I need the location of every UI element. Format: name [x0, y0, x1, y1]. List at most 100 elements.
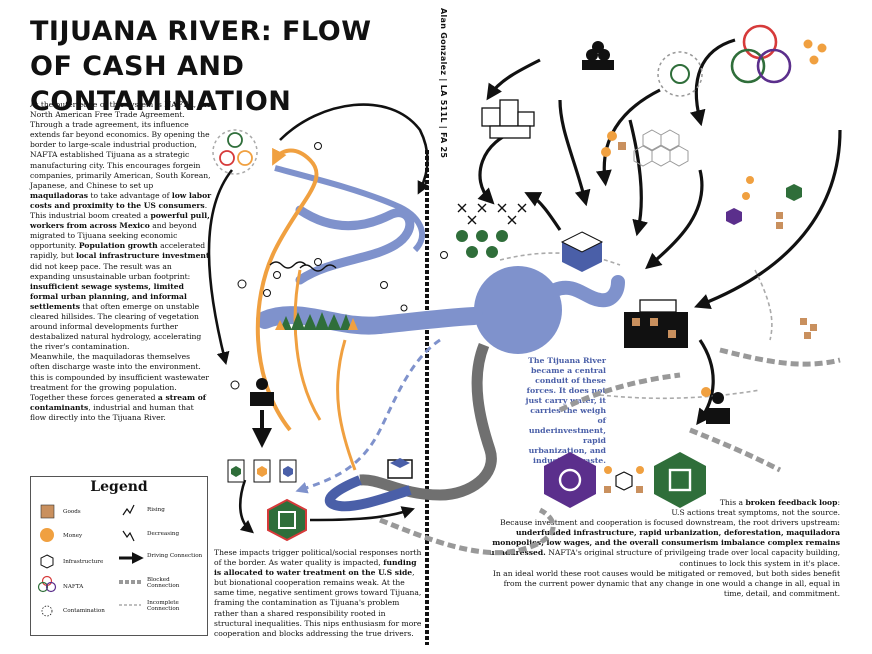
purple-hex-shape: [544, 452, 596, 508]
money-flow-3: [336, 339, 357, 471]
legend-nafta-green: [37, 581, 49, 593]
consumers-cluster: [582, 41, 614, 70]
loop-paragraph-3: Because investment and cooperation is fo…: [488, 518, 840, 568]
legend-money-icon: [40, 528, 54, 542]
legend-infra-icon: [40, 554, 54, 569]
tree-5: [327, 314, 341, 330]
money-node-2: [817, 43, 827, 53]
card-mid-hex: [257, 466, 267, 477]
money-node-3: [809, 55, 819, 65]
goods-money-nodes: [601, 131, 817, 339]
money-node-6: [746, 176, 754, 184]
hexagon-grid: [633, 129, 689, 167]
legend-contamination-label: Contamination: [63, 608, 105, 614]
incomplete-conn-3: [754, 269, 773, 341]
legend-driving-label: Driving Connection: [147, 553, 203, 559]
text-segment: and beyond migrated to Tijuana seeking e…: [30, 221, 197, 251]
driving-conn-r7: [645, 169, 704, 270]
contamination-5: [380, 281, 388, 289]
driving-connections-right: [477, 38, 842, 426]
green-hex-left-square: [278, 511, 296, 529]
center-exchange: [604, 466, 644, 493]
text-segment: did not keep pace. The result was an exp…: [30, 261, 191, 281]
tree-4: [315, 312, 329, 330]
blocked-connections: [379, 347, 841, 556]
driving-conn-nafta-down: [207, 169, 234, 366]
green-hex-right-square: [668, 468, 692, 492]
text-segment: underfunded infrastructure, rapid urbani…: [489, 528, 840, 558]
blocked-conn-1: [379, 507, 556, 556]
intro-paragraph-3: Meanwhile, the maquiladoras themselves o…: [30, 352, 212, 423]
center-divider: [425, 150, 429, 645]
building-3: [517, 111, 535, 127]
text-segment: to take advantage of: [88, 190, 172, 200]
factory-goods-2: [650, 318, 658, 326]
contamination-8: [400, 304, 408, 312]
legend-blocked-label: Blocked Connection: [147, 577, 180, 590]
factory-goods-1: [632, 318, 640, 326]
nafta-orange-node: [237, 150, 253, 166]
money-node-4: [607, 131, 617, 141]
card-left-hex: [231, 466, 241, 477]
building-4: [489, 125, 531, 139]
x-mark-2: [477, 203, 487, 213]
purple-hex-circle: [558, 468, 582, 492]
worker-body: [250, 392, 274, 406]
contamination-4: [314, 258, 322, 266]
tree-3: [303, 314, 317, 330]
text-segment: that often emerge on unstable cleared hi…: [30, 301, 202, 352]
river-spout: [548, 275, 625, 308]
text-segment: Meanwhile, the maquiladoras themselves o…: [30, 352, 209, 402]
driving-conn-r6: [477, 128, 521, 205]
nafta-rings-large: [730, 24, 792, 84]
dashed-ring: [657, 51, 703, 97]
x-mark-4: [517, 203, 527, 213]
text-segment: low labor costs and proximity to the US …: [30, 190, 212, 210]
contamination-markers: [230, 142, 448, 390]
text-segment: This industrial boom created a: [30, 211, 151, 221]
legend-symbols: [37, 504, 144, 617]
legend: Legend Goods Money Infrastructure NAFTA …: [30, 476, 208, 636]
treatment-facility: [387, 458, 413, 479]
green-hex-right-shape: [654, 452, 706, 508]
driving-connections-left: [207, 103, 430, 534]
contamination-6: [230, 380, 240, 390]
green-circle-2: [476, 230, 488, 242]
incomplete-conn-2: [599, 389, 761, 400]
nafta-ring-left: [212, 129, 258, 175]
industry-buildings: [481, 99, 535, 139]
tree-2: [291, 312, 305, 330]
driving-conn-r2: [486, 58, 541, 101]
nafta-green-node: [227, 132, 243, 148]
small-hexagons: [726, 184, 802, 225]
legend-rising-label: Rising: [147, 507, 165, 513]
worker-right-money: [701, 387, 711, 397]
incomplete-connections: [499, 252, 773, 400]
consumer-base: [582, 60, 614, 70]
consumer-3: [592, 41, 604, 53]
contamination-2: [263, 289, 271, 297]
infrastructure-hex-blue: [560, 231, 604, 272]
driving-conn-left-curve: [239, 479, 254, 534]
legend-infra-label: Infrastructure: [63, 559, 104, 565]
hex-grid-5: [633, 145, 653, 167]
tree-orange-1: [275, 320, 285, 330]
worker-figure-right: [701, 387, 730, 424]
wave-lines: [269, 261, 337, 272]
exchange-money-2: [636, 466, 644, 474]
driving-conn-r5: [558, 99, 591, 207]
page-title: TIJUANA RIVER: FLOW OF CASH AND CONTAMIN…: [30, 16, 372, 117]
goods-node-3: [776, 222, 783, 229]
goods-node-5: [810, 324, 817, 331]
goods-node-6: [804, 332, 811, 339]
worker-head: [256, 378, 268, 390]
text-segment: At the outer edge of this system is: [30, 100, 165, 109]
river-basin: [474, 266, 562, 354]
driving-conn-r10: [696, 339, 715, 426]
nafta-ring-green: [730, 48, 766, 84]
worker-right-head: [712, 392, 724, 404]
worker-figure: [250, 378, 274, 448]
hex-grid-2: [660, 129, 680, 151]
driving-conn-r3: [595, 88, 661, 187]
blue-hex-top: [560, 231, 604, 253]
